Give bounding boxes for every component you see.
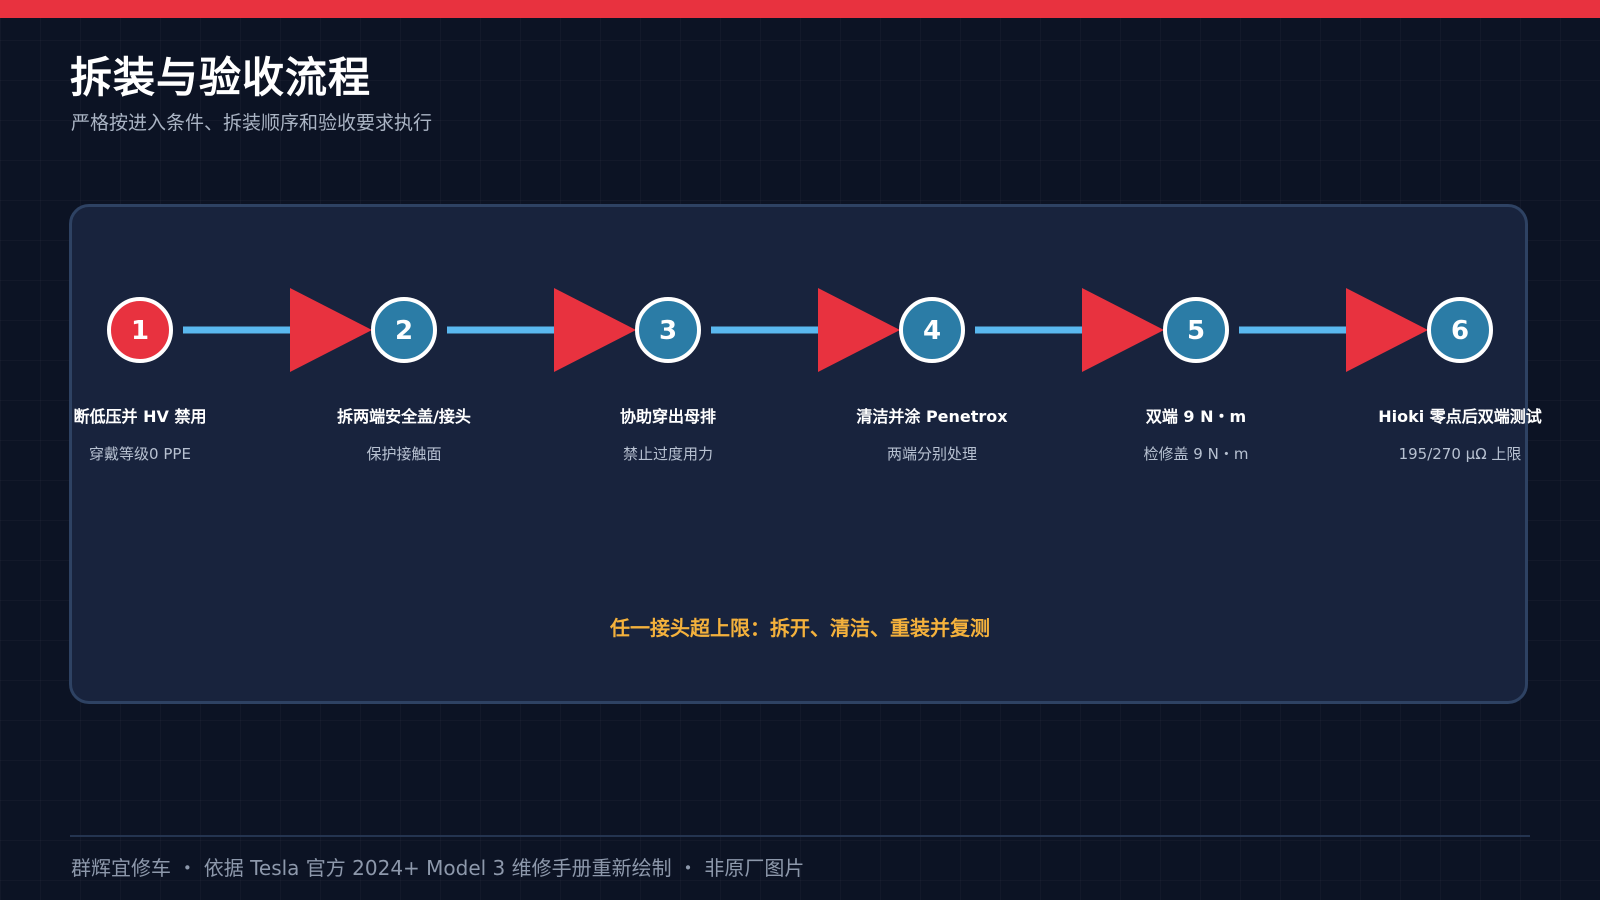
step-circle-3 (635, 297, 701, 363)
top-accent-bar (0, 0, 1600, 18)
step-desc-4: 两端分别处理 (886, 445, 977, 463)
footer-credit: 群辉宜修车 ・ 依据 Tesla 官方 2024+ Model 3 维修手册重新… (71, 856, 805, 880)
step-number-5: 5 (1187, 316, 1205, 346)
step-title-6: Hioki 零点后双端测试 (1378, 407, 1542, 426)
step-title-5: 双端 9 N・m (1145, 407, 1247, 426)
step-title-4: 清洁并涂 Penetrox (856, 407, 1008, 426)
page-subtitle: 严格按进入条件、拆装顺序和验收要求执行 (71, 112, 433, 134)
arrow-head-icon (1346, 288, 1428, 372)
arrow-head-icon (554, 288, 636, 372)
step-circle-6 (1427, 297, 1493, 363)
step-desc-1: 穿戴等级0 PPE (89, 445, 191, 463)
flow-panel (69, 204, 1528, 704)
step-desc-6: 195/270 μΩ 上限 (1398, 445, 1522, 463)
step-desc-3: 禁止过度用力 (622, 445, 713, 463)
step-number-2: 2 (395, 316, 413, 346)
page-title: 拆装与验收流程 (70, 53, 372, 102)
step-title-2: 拆两端安全盖/接头 (337, 407, 471, 426)
arrow-head-icon (1082, 288, 1164, 372)
footer-divider (70, 835, 1530, 837)
step-circle-4 (899, 297, 965, 363)
warning-note: 任一接头超上限：拆开、清洁、重装并复测 (610, 616, 990, 640)
step-title-1: 断低压并 HV 禁用 (73, 407, 207, 426)
step-number-1: 1 (131, 316, 149, 346)
step-circle-2 (371, 297, 437, 363)
step-circle-1 (107, 297, 173, 363)
step-title-3: 协助穿出母排 (619, 407, 716, 426)
arrow-head-icon (818, 288, 900, 372)
step-number-6: 6 (1451, 316, 1469, 346)
step-desc-5: 检修盖 9 N・m (1143, 445, 1249, 463)
step-circle-5 (1163, 297, 1229, 363)
step-number-3: 3 (659, 316, 677, 346)
step-desc-2: 保护接触面 (366, 445, 442, 463)
step-number-4: 4 (923, 316, 941, 346)
arrow-head-icon (290, 288, 372, 372)
